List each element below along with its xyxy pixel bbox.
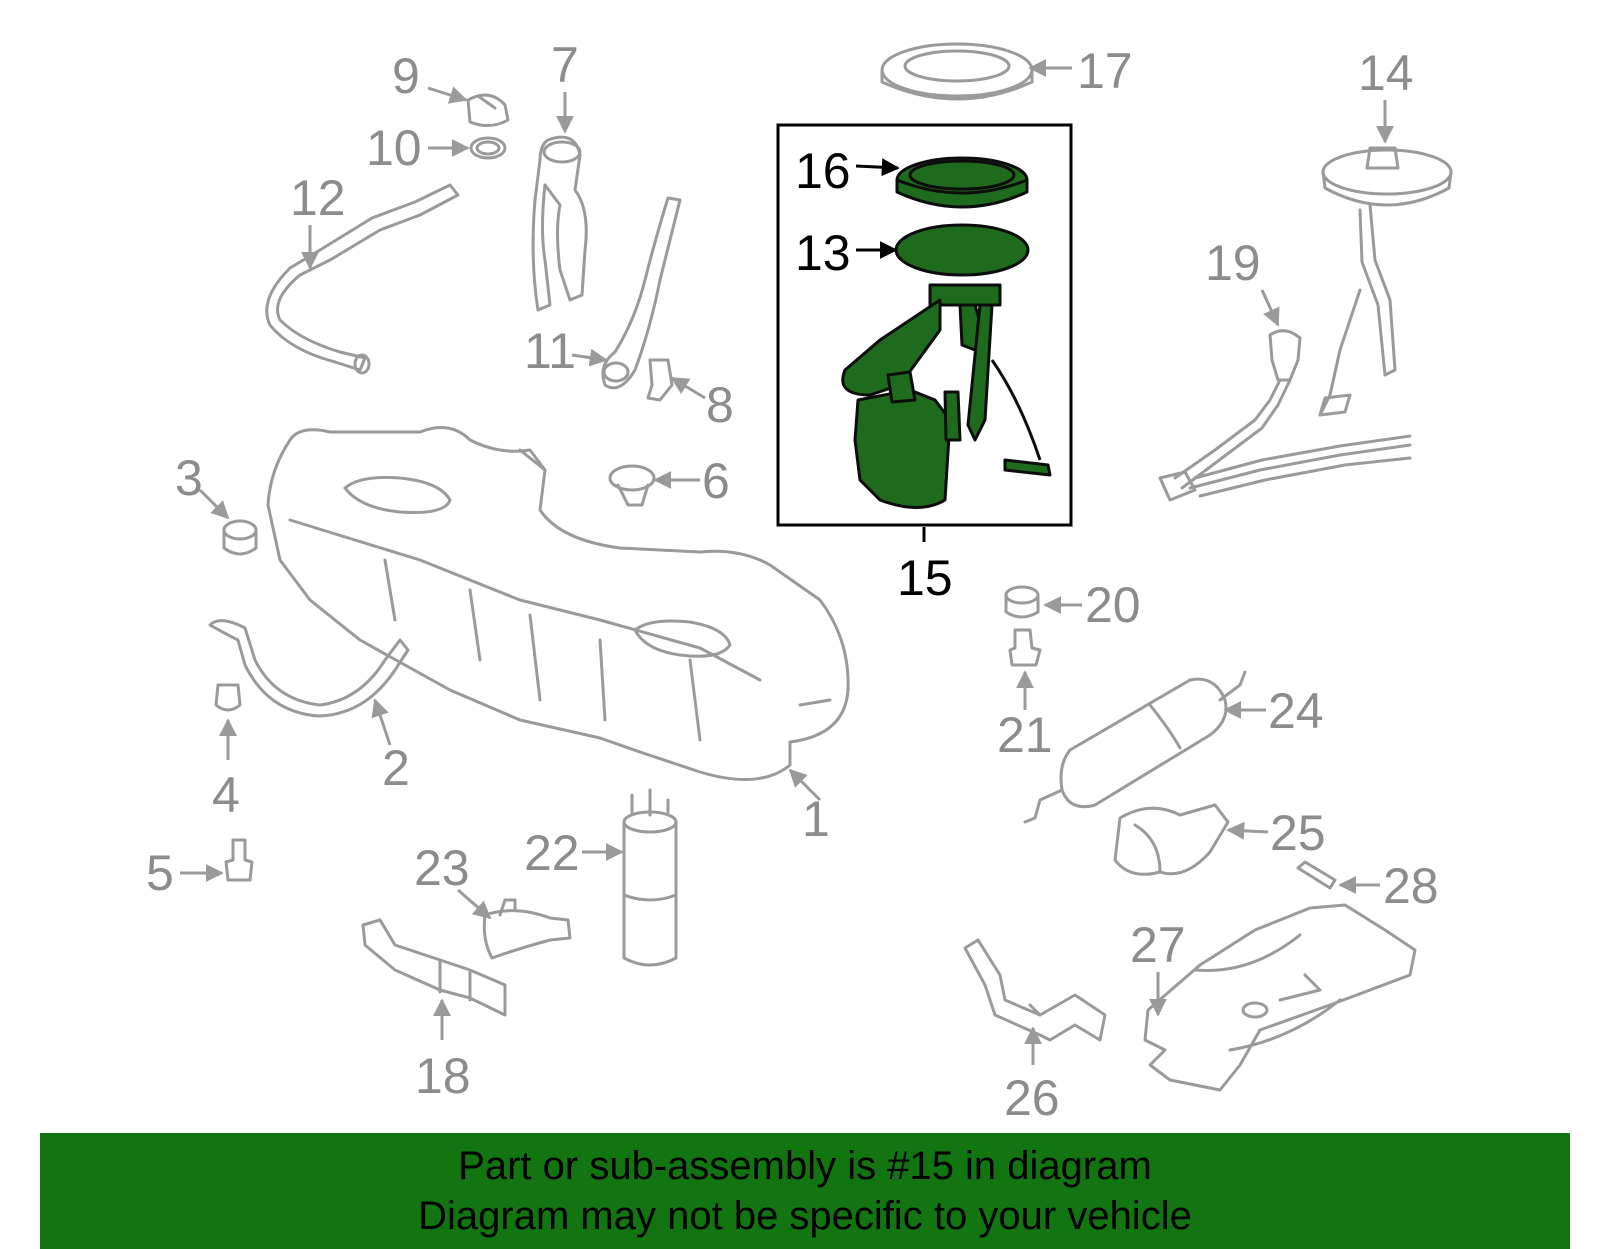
label-6: 6 (702, 453, 730, 509)
label-2: 2 (382, 740, 410, 796)
tank-strap-part[interactable] (208, 619, 410, 718)
label-7: 7 (551, 37, 579, 93)
fuel-filter-24[interactable] (1023, 670, 1247, 824)
banner-line-1: Part or sub-assembly is #15 in diagram (458, 1144, 1152, 1188)
bolt-part[interactable] (224, 838, 254, 882)
bracket-23[interactable] (482, 898, 572, 960)
lock-ring-17-part[interactable] (880, 42, 1034, 101)
fuel-level-sender-14[interactable] (1318, 146, 1453, 417)
label-24: 24 (1268, 683, 1324, 739)
bracket-26[interactable] (963, 938, 1107, 1042)
label-26: 26 (1004, 1070, 1060, 1126)
label-18: 18 (415, 1048, 471, 1104)
cap-plug-part[interactable] (608, 464, 656, 507)
label-8: 8 (706, 377, 734, 433)
canister-22[interactable] (622, 788, 678, 967)
label-19: 19 (1205, 235, 1261, 291)
lock-ring-16-part[interactable] (895, 156, 1029, 209)
label-11: 11 (524, 323, 576, 379)
label-20: 20 (1085, 577, 1141, 633)
label-14: 14 (1358, 45, 1414, 101)
label-10: 10 (366, 120, 422, 176)
nut-part[interactable] (214, 683, 242, 712)
banner-line-2: Diagram may not be specific to your vehi… (418, 1194, 1192, 1238)
label-5: 5 (146, 845, 174, 901)
label-22: 22 (524, 825, 580, 881)
label-3: 3 (175, 450, 203, 506)
label-9: 9 (392, 48, 420, 104)
label-27: 27 (1130, 917, 1186, 973)
filler-neck-part[interactable] (531, 135, 588, 312)
clip-part[interactable] (646, 358, 674, 402)
label-25: 25 (1270, 805, 1326, 861)
info-banner: Part or sub-assembly is #15 in diagram D… (40, 1133, 1570, 1249)
heat-shield-27[interactable] (1143, 903, 1417, 1092)
label-23: 23 (414, 840, 470, 896)
label-21: 21 (997, 707, 1053, 763)
label-12: 12 (290, 170, 346, 226)
clip-28[interactable] (1296, 860, 1337, 890)
seal-ring-part[interactable] (469, 136, 507, 160)
label-4: 4 (212, 767, 240, 823)
fuel-pump-module-13[interactable] (841, 223, 1052, 509)
label-1: 1 (802, 791, 830, 847)
grommet-20-part[interactable] (1004, 585, 1040, 619)
bolt-21-part[interactable] (1008, 628, 1042, 667)
hose-part[interactable] (601, 196, 682, 390)
bracket-18[interactable] (361, 918, 507, 1017)
fuel-tank-part[interactable] (266, 426, 850, 782)
label-28: 28 (1383, 858, 1439, 914)
label-15: 15 (897, 550, 953, 606)
label-16: 16 (795, 143, 851, 199)
suction-line-19[interactable] (1158, 329, 1412, 502)
fuel-cap-part[interactable] (466, 93, 510, 127)
vent-pipe-part[interactable] (265, 183, 460, 375)
label-17: 17 (1077, 43, 1133, 99)
grommet-part[interactable] (222, 519, 258, 556)
label-13: 13 (795, 225, 851, 281)
bracket-25[interactable] (1113, 803, 1230, 876)
